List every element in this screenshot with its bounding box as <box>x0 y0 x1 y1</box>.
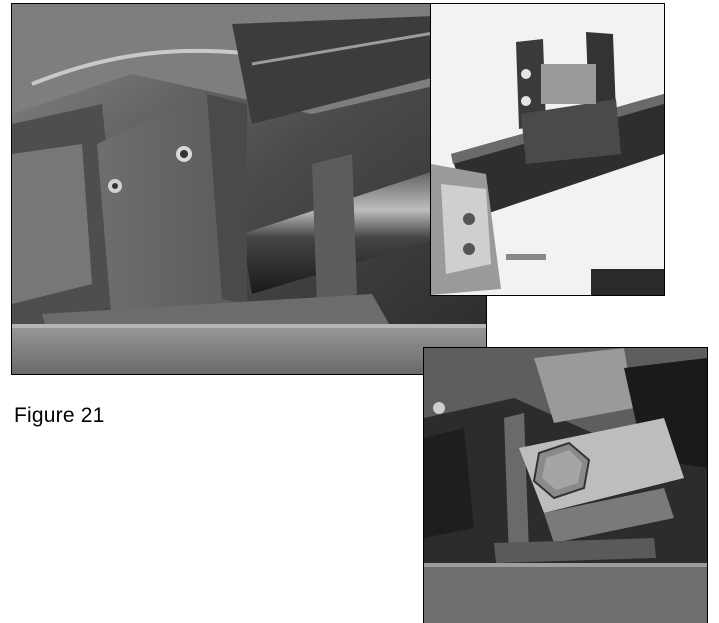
frame-bracket-photo-icon <box>12 4 486 374</box>
hex-bolt-bracket-photo-icon <box>424 348 707 623</box>
main-photo <box>11 3 487 375</box>
bottom-right-photo <box>423 347 708 623</box>
figure-caption: Figure 21 <box>14 404 105 427</box>
bracket-assembly-photo-icon <box>431 4 664 295</box>
top-right-photo <box>430 3 665 296</box>
